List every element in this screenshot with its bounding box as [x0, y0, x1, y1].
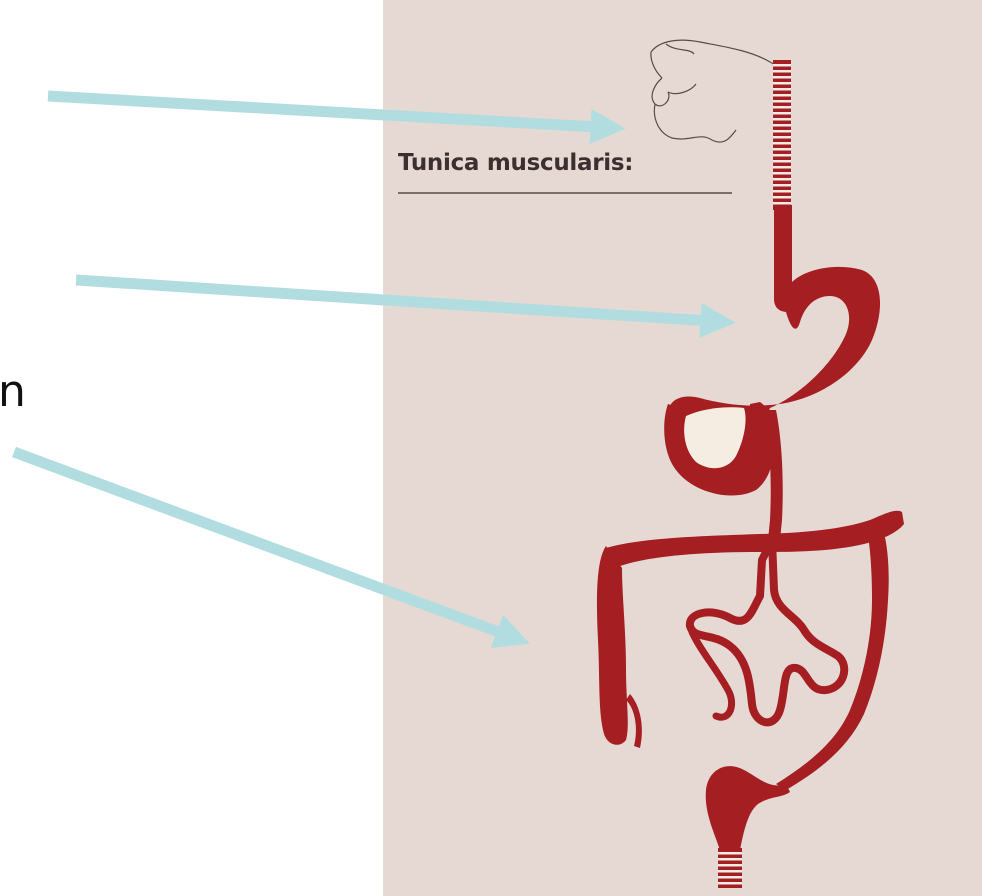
striation-stripe [773, 112, 791, 115]
striation-stripe [718, 882, 742, 885]
esophagus-striated [773, 60, 791, 210]
figure-title: Tunica muscularis: [398, 150, 633, 176]
striation-stripe [773, 184, 791, 187]
striation-stripe [773, 166, 791, 169]
striation-stripe [773, 172, 791, 175]
striation-stripe [773, 70, 791, 73]
partial-left-label: n [0, 370, 26, 414]
striation-stripe [773, 124, 791, 127]
striation-stripe [773, 76, 791, 79]
striation-stripe [773, 178, 791, 181]
striation-stripe [773, 160, 791, 163]
striation-stripe [773, 190, 791, 193]
striation-stripe [773, 148, 791, 151]
striation-stripe [718, 858, 742, 861]
striation-stripe [773, 82, 791, 85]
striation-stripe [773, 94, 791, 97]
striation-stripe [773, 196, 791, 199]
striation-stripe [773, 100, 791, 103]
striation-stripe [718, 870, 742, 873]
striation-stripe [773, 88, 791, 91]
striation-stripe [718, 852, 742, 855]
striation-stripe [773, 202, 791, 205]
striation-stripe [773, 106, 791, 109]
anal-canal-striated [718, 848, 742, 888]
striation-stripe [773, 64, 791, 67]
striation-stripe [773, 154, 791, 157]
striation-stripe [718, 864, 742, 867]
striation-stripe [773, 142, 791, 145]
striation-stripe [773, 136, 791, 139]
striation-stripe [718, 876, 742, 879]
striation-stripe [773, 130, 791, 133]
striation-stripe [773, 118, 791, 121]
